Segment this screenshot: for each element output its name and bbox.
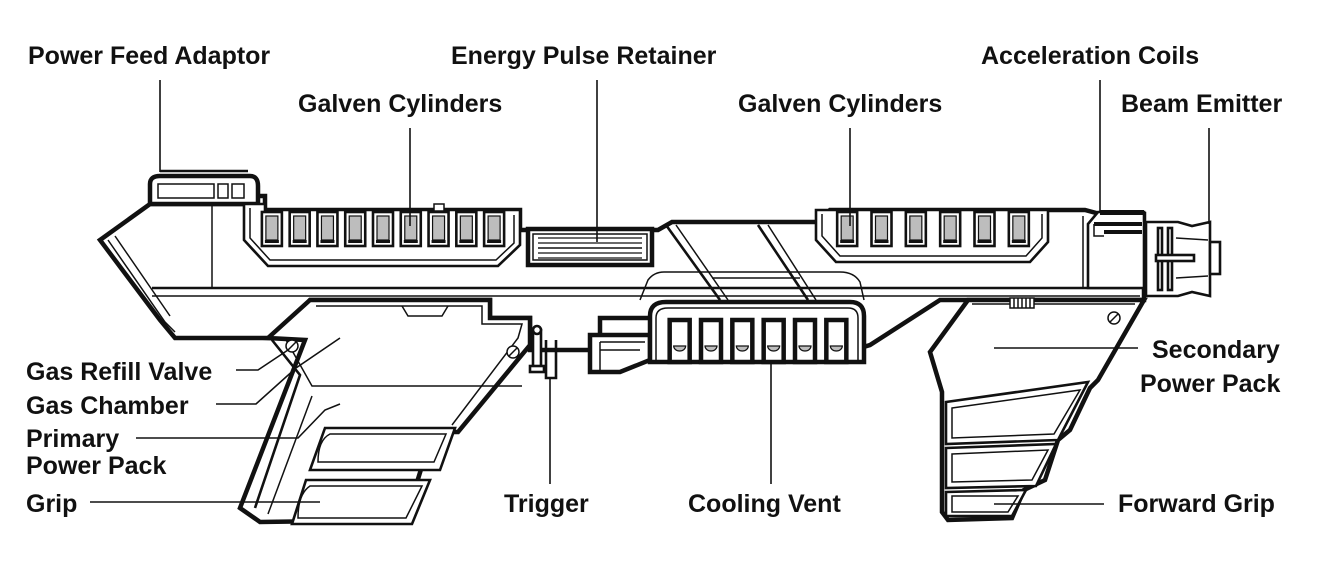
vent-slot xyxy=(667,317,692,365)
leader-lines xyxy=(90,80,1210,505)
primary-grip-assembly xyxy=(237,297,533,526)
beam-emitter xyxy=(1144,220,1222,298)
label-secondary-power-pack-line2: Power Pack xyxy=(1140,370,1280,398)
labels: Power Feed Adaptor Galven Cylinders Ener… xyxy=(26,42,1282,518)
stock-slope-inner xyxy=(107,239,176,333)
vent-slot xyxy=(730,317,755,365)
front-galven-cylinder-housing xyxy=(814,208,1050,264)
acceleration-coils xyxy=(1086,210,1146,290)
label-galven-cylinders-front: Galven Cylinders xyxy=(738,90,942,118)
label-primary-power-pack-line1: Primary xyxy=(26,425,119,453)
vent-slot xyxy=(761,317,786,365)
rear-galven-cylinder-housing xyxy=(242,202,522,268)
galven-cylinder xyxy=(343,210,367,248)
label-secondary-power-pack-line1: Secondary xyxy=(1152,336,1280,364)
forward-grip-assembly xyxy=(927,297,1148,523)
label-forward-grip: Forward Grip xyxy=(1118,490,1275,518)
galven-cylinder xyxy=(1007,210,1031,248)
trigger xyxy=(528,324,558,380)
leader-gas-chamber xyxy=(216,337,341,405)
galven-cylinder xyxy=(455,210,478,248)
ribbed-detail xyxy=(1009,297,1035,309)
label-trigger: Trigger xyxy=(504,490,589,518)
label-galven-cylinders-rear: Galven Cylinders xyxy=(298,90,502,118)
label-beam-emitter: Beam Emitter xyxy=(1121,90,1282,118)
galven-cylinder xyxy=(904,210,928,248)
galven-cylinder xyxy=(427,210,450,248)
stock-slope-inner-2 xyxy=(114,235,171,317)
rear-galven-cylinders xyxy=(260,210,506,248)
galven-cylinder xyxy=(870,210,893,248)
galven-cylinder xyxy=(260,210,284,248)
galven-cylinder xyxy=(973,210,996,248)
label-gas-chamber: Gas Chamber xyxy=(26,392,189,420)
weapon-body xyxy=(96,169,1222,526)
label-energy-pulse-retainer: Energy Pulse Retainer xyxy=(451,42,717,70)
front-galven-cylinders xyxy=(835,210,1031,248)
screw-icon xyxy=(285,339,299,353)
galven-cylinder xyxy=(288,210,311,248)
label-acceleration-coils: Acceleration Coils xyxy=(981,42,1199,70)
label-power-feed-adaptor: Power Feed Adaptor xyxy=(28,42,270,70)
energy-pulse-retainer xyxy=(525,226,655,268)
vent-slot xyxy=(698,317,724,365)
galven-cylinder xyxy=(371,210,395,248)
vent-slot xyxy=(824,317,849,365)
center-braces xyxy=(639,224,865,301)
vent-slots xyxy=(667,317,849,365)
label-primary-power-pack-line2: Power Pack xyxy=(26,452,166,480)
galven-cylinder xyxy=(316,210,339,248)
leader-primary-power-pack xyxy=(136,403,341,439)
label-grip: Grip xyxy=(26,490,77,518)
label-cooling-vent: Cooling Vent xyxy=(688,490,841,518)
leader-gas-refill-valve xyxy=(236,349,289,371)
galven-cylinder xyxy=(938,210,962,248)
screw-icon xyxy=(1107,311,1121,325)
galven-cylinder xyxy=(835,210,859,248)
cooling-vent xyxy=(647,299,867,365)
power-feed-adaptor xyxy=(147,169,261,207)
screw-icon xyxy=(506,345,520,359)
trigger-block xyxy=(587,332,653,375)
retainer-lines xyxy=(538,237,642,259)
vent-slot xyxy=(792,317,818,365)
galven-cylinder xyxy=(482,210,506,248)
label-gas-refill-valve: Gas Refill Valve xyxy=(26,358,212,386)
